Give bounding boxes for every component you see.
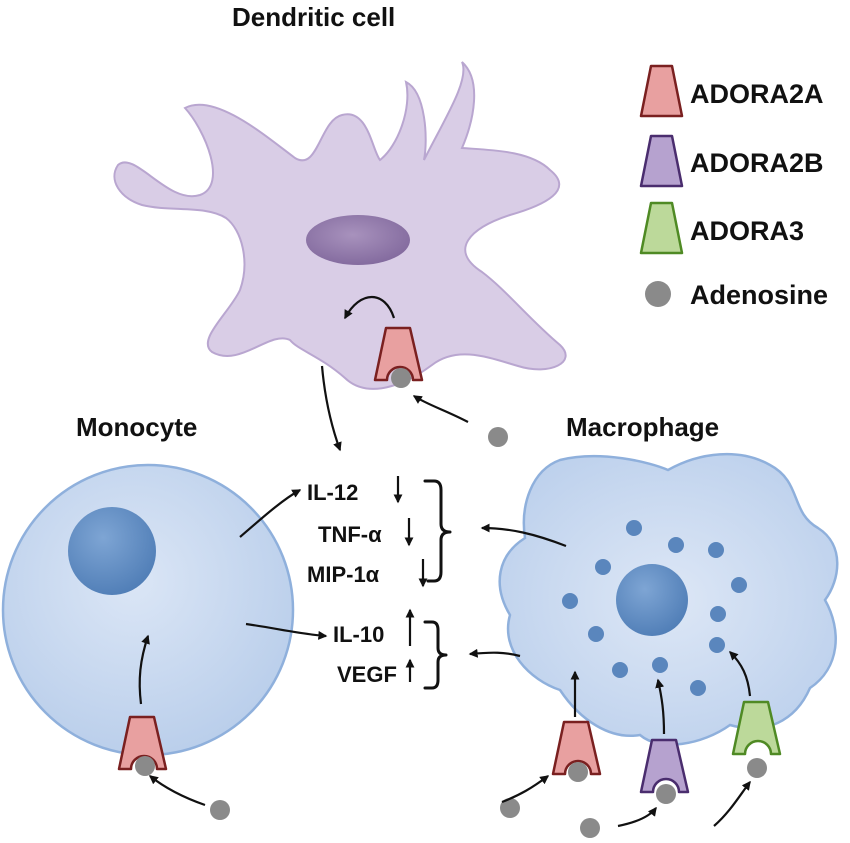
arrow — [655, 678, 666, 735]
arrow — [245, 622, 328, 640]
granule — [709, 637, 725, 653]
granule — [595, 559, 611, 575]
macrophage-label: Macrophage — [566, 412, 719, 442]
arrows — [138, 295, 752, 828]
adenosine-icon — [747, 758, 767, 778]
dendritic-cell: Dendritic cell — [113, 2, 567, 390]
arrow — [239, 489, 302, 538]
arrow — [617, 806, 657, 828]
arrow — [713, 780, 751, 827]
adenosine-icon — [580, 818, 600, 838]
adenosine-icon — [656, 784, 676, 804]
arrow — [148, 775, 206, 807]
cytokine-tnfa: TNF-α — [318, 522, 382, 547]
receptor-adora2a-dendritic — [373, 326, 424, 388]
granule — [652, 657, 668, 673]
granule — [668, 537, 684, 553]
arrow — [729, 651, 752, 697]
cytokine-mip1a: MIP-1α — [307, 562, 380, 587]
macrophage: Macrophage — [498, 412, 839, 746]
adora2a-legend-icon — [639, 64, 684, 118]
granule — [708, 542, 724, 558]
granule — [731, 577, 747, 593]
legend-label-adenosine: Adenosine — [690, 280, 828, 310]
legend-label-adora2a: ADORA2A — [690, 79, 824, 109]
granule — [588, 626, 604, 642]
cytokine-vegf: VEGF — [337, 662, 397, 687]
legend-item-adora2a: ADORA2A — [639, 64, 824, 118]
adenosine-icon — [500, 798, 520, 818]
arrow — [412, 395, 469, 423]
brace-enhanced — [423, 620, 448, 690]
monocyte: Monocyte — [1, 412, 295, 757]
adenosine-icon — [568, 762, 588, 782]
adora2a-receptor-icon — [551, 720, 602, 776]
legend-item-adenosine: Adenosine — [645, 280, 828, 310]
adora2a-receptor-icon — [373, 326, 424, 382]
adora2b-legend-icon — [639, 134, 684, 188]
monocyte-nucleus — [68, 507, 156, 595]
free-adenosine — [210, 427, 600, 838]
legend: ADORA2A ADORA2B ADORA3 Adenosine — [639, 64, 828, 310]
arrow — [344, 295, 396, 320]
adenosine-icon — [135, 756, 155, 776]
legend-item-adora3: ADORA3 — [639, 201, 804, 255]
cytokine-il10: IL-10 — [333, 622, 384, 647]
granule — [626, 520, 642, 536]
arrow — [138, 634, 150, 705]
legend-label-adora2b: ADORA2B — [690, 148, 824, 178]
dendritic-nucleus — [306, 215, 410, 265]
granule — [690, 680, 706, 696]
monocyte-label: Monocyte — [76, 412, 197, 442]
adora3-legend-icon — [639, 201, 684, 255]
arrow — [320, 365, 342, 452]
granule — [612, 662, 628, 678]
macrophage-granules — [562, 520, 747, 696]
receptor-adora3-macrophage — [731, 700, 782, 778]
arrow — [480, 523, 567, 548]
adenosine-legend-icon — [645, 281, 671, 307]
macrophage-nucleus — [616, 564, 688, 636]
adora2b-receptor-icon — [639, 738, 690, 794]
adora3-receptor-icon — [731, 700, 782, 756]
granule — [710, 606, 726, 622]
dendritic-cell-label: Dendritic cell — [232, 2, 395, 32]
arrow — [468, 648, 521, 658]
adenosine-icon — [488, 427, 508, 447]
granule — [562, 593, 578, 609]
adenosine-icon — [391, 368, 411, 388]
adenosine-icon — [210, 800, 230, 820]
receptor-adora2b-macrophage — [639, 738, 690, 804]
legend-item-adora2b: ADORA2B — [639, 134, 824, 188]
legend-label-adora3: ADORA3 — [690, 216, 804, 246]
cytokine-il12: IL-12 — [307, 480, 358, 505]
cytokine-list: IL-12 TNF-α MIP-1α IL-10 VEGF — [307, 476, 452, 690]
receptor-adora2a-macrophage — [551, 720, 602, 782]
arrow — [501, 775, 550, 804]
receptor-adora2a-monocyte — [117, 715, 168, 776]
brace-suppressed — [423, 479, 452, 583]
monocyte-body — [1, 463, 295, 757]
decrease-arrows — [393, 476, 428, 588]
